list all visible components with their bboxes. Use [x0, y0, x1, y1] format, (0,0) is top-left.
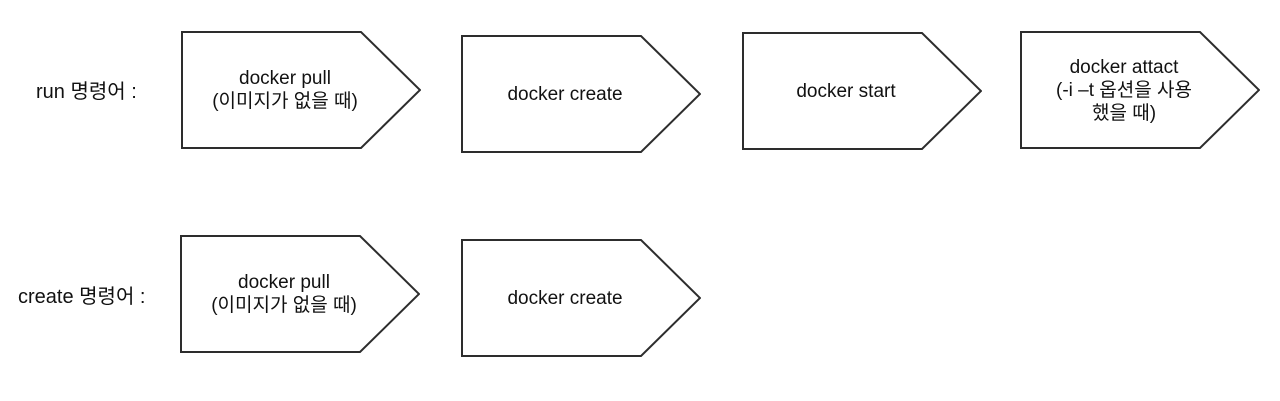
step-line: docker pull [239, 68, 331, 89]
step-label: docker pull (이미지가 없을 때) [180, 235, 420, 353]
arrow-pentagon-icon [180, 235, 420, 353]
flow-step-docker-pull-create: docker pull (이미지가 없을 때) [180, 235, 420, 353]
step-line: (-i –t 옵션을 사용 [1056, 79, 1192, 101]
step-line: docker start [796, 80, 896, 102]
step-line: (이미지가 없을 때) [211, 295, 357, 316]
step-label: docker start [742, 32, 982, 150]
step-line: 했을 때) [1091, 102, 1157, 124]
flow-step-docker-create-run: docker create [461, 35, 701, 153]
arrow-pentagon-icon [742, 32, 982, 150]
flow-step-docker-create-create: docker create [461, 239, 701, 357]
flow-step-docker-attact: docker attact (-i –t 옵션을 사용 했을 때) [1020, 31, 1260, 149]
step-label: docker attact (-i –t 옵션을 사용 했을 때) [1020, 31, 1260, 149]
step-label: docker create [461, 35, 701, 153]
step-line: docker attact [1069, 56, 1179, 78]
step-label: docker create [461, 239, 701, 357]
row-label-run: run 명령어 : [36, 81, 137, 103]
arrow-pentagon-icon [461, 239, 701, 357]
flow-step-docker-start: docker start [742, 32, 982, 150]
row-label-create: create 명령어 : [18, 286, 146, 308]
step-line: docker create [507, 287, 623, 309]
step-line: docker create [507, 83, 623, 105]
arrow-pentagon-icon [181, 31, 421, 149]
arrow-pentagon-icon [1020, 31, 1260, 149]
step-line: (이미지가 없을 때) [212, 91, 358, 112]
arrow-pentagon-icon [461, 35, 701, 153]
flow-step-docker-pull-run: docker pull (이미지가 없을 때) [181, 31, 421, 149]
step-line: docker pull [238, 272, 330, 293]
step-label: docker pull (이미지가 없을 때) [181, 31, 421, 149]
